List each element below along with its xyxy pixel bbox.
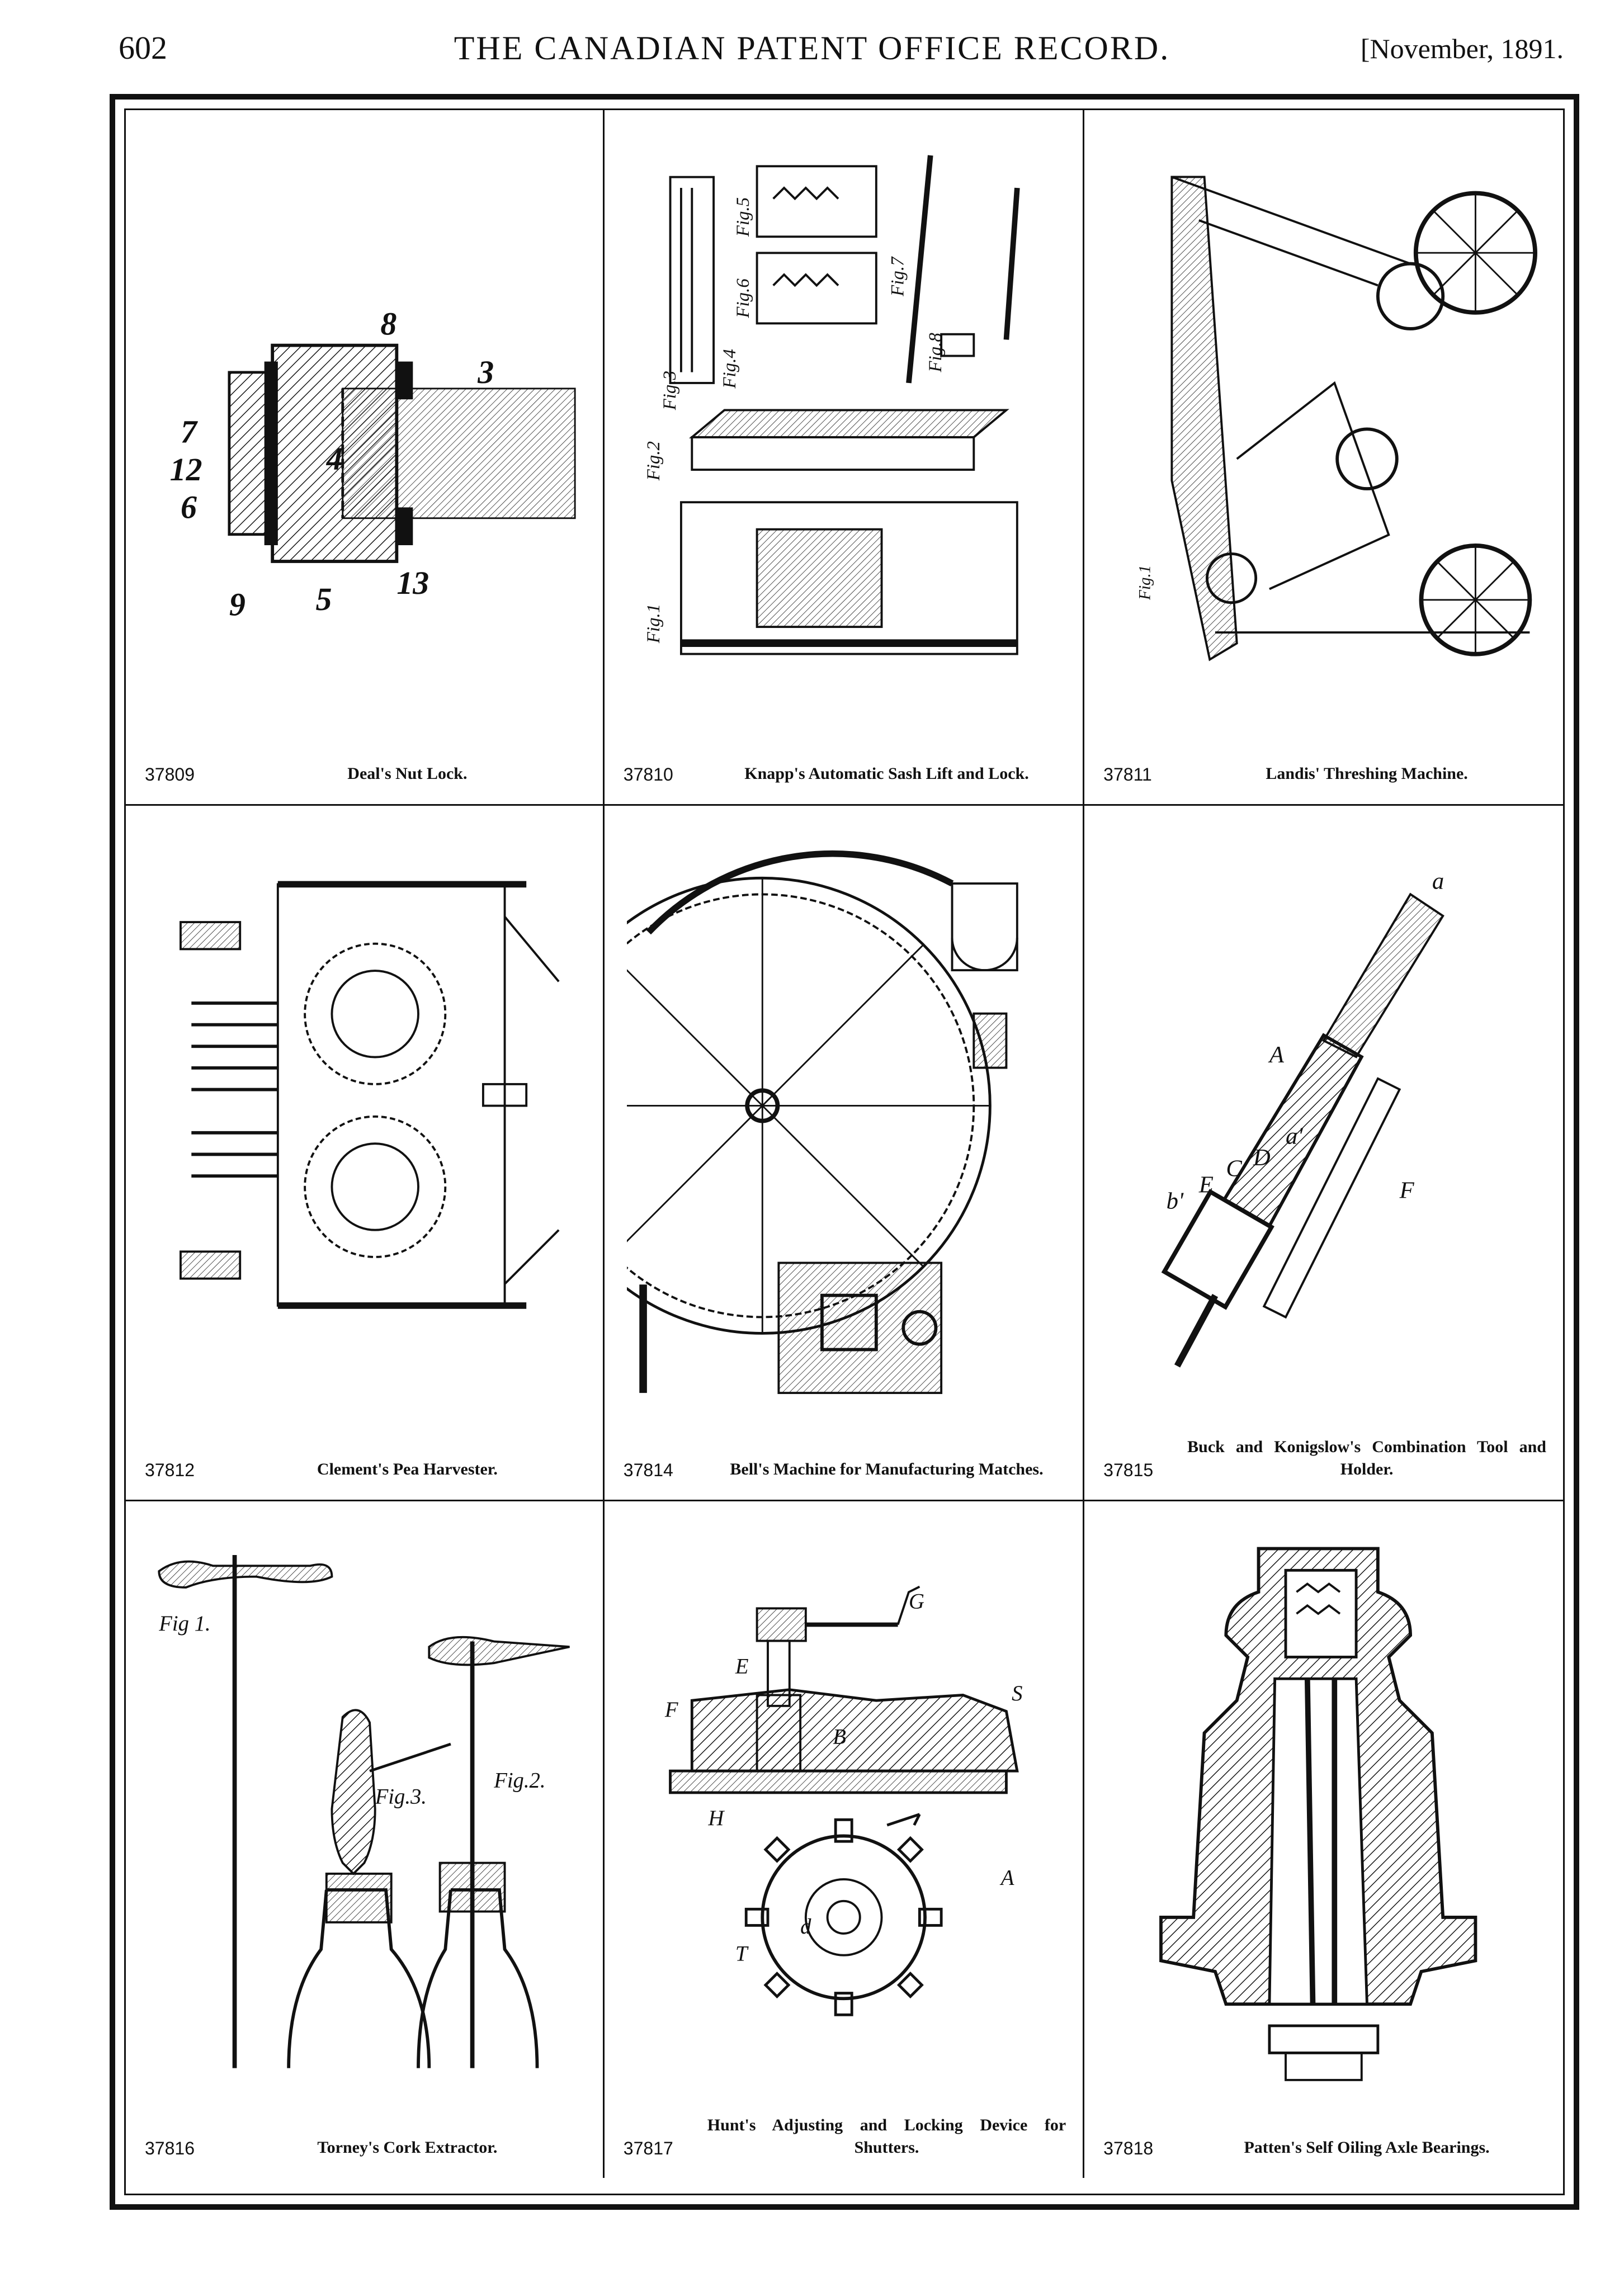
combination-tool-drawing: a A a' D C E b' F: [1107, 828, 1541, 1416]
label-9: 9: [229, 587, 246, 623]
patent-number: 37814: [623, 1460, 673, 1480]
issue-date: [November, 1891.: [1360, 33, 1564, 64]
patent-cell-37812: 37812 Clement's Pea Harvester.: [126, 806, 605, 1501]
patent-title: Bell's Machine for Manufacturing Matches…: [730, 1460, 1044, 1478]
patent-title: Torney's Cork Extractor.: [317, 2138, 498, 2157]
patent-caption: 37812 Clement's Pea Harvester.: [145, 1428, 586, 1490]
label-a-prime: a': [1286, 1123, 1303, 1149]
patent-title: Hunt's Adjusting and Locking Device for …: [707, 2116, 1066, 2157]
page-number: 602: [119, 30, 167, 66]
patent-title: Deal's Nut Lock.: [347, 764, 468, 783]
label-b-prime: b': [1167, 1188, 1184, 1214]
sash-lift-drawing: Fig.1 Fig.2 Fig.3 Fig.4 Fig.5 Fig.6 Fig.…: [627, 133, 1060, 720]
match-machine-drawing: [604, 828, 1060, 1416]
patent-cell-37814: 37814 Bell's Machine for Manufacturing M…: [604, 806, 1085, 1501]
nut-lock-labels: 8 3 7 12 4 6 9 5 13: [170, 305, 494, 622]
label-fig1: Fig.1: [1136, 565, 1154, 601]
patent-number: 37811: [1103, 764, 1152, 785]
patent-caption: 37815 Buck and Konigslow's Combination T…: [1103, 1428, 1546, 1490]
patent-number: 37812: [145, 1460, 195, 1480]
patent-caption: 37818 Patten's Self Oiling Axle Bearings…: [1103, 2106, 1546, 2168]
patent-cell-37811: Fig.1 37811 Landis' Threshing Machine.: [1084, 110, 1563, 806]
label-D: D: [1253, 1145, 1271, 1171]
patent-number: 37818: [1103, 2138, 1154, 2158]
label-3: 3: [477, 354, 494, 390]
label-4: 4: [326, 441, 343, 477]
label-B: B: [833, 1725, 846, 1749]
label-5: 5: [315, 581, 332, 617]
patent-cell-37815: a A a' D C E b' F 37815 Buck and Konigsl…: [1084, 806, 1563, 1501]
nut-lock-drawing: 8 3 7 12 4 6 9 5 13: [148, 133, 580, 720]
threshing-machine-drawing: Fig.1: [1107, 133, 1541, 720]
label-fig2: Fig.2.: [493, 1769, 545, 1792]
patent-caption: 37814 Bell's Machine for Manufacturing M…: [624, 1428, 1066, 1490]
label-fig7: Fig.7: [887, 256, 908, 297]
patent-number: 37810: [623, 764, 673, 785]
label-F: F: [1399, 1177, 1415, 1203]
label-E: E: [735, 1655, 749, 1679]
patent-caption: 37817 Hunt's Adjusting and Locking Devic…: [624, 2106, 1066, 2168]
label-A: A: [999, 1866, 1014, 1890]
label-8: 8: [380, 305, 396, 342]
shutter-device-drawing: G E F B S H A T d: [627, 1524, 1060, 2094]
patent-caption: 37811 Landis' Threshing Machine.: [1103, 733, 1546, 794]
label-fig2: Fig.2: [644, 441, 664, 481]
label-fig6: Fig.6: [733, 278, 753, 319]
label-fig1: Fig.1: [644, 604, 664, 644]
pea-harvester-drawing: [148, 828, 580, 1416]
patent-number: 37815: [1103, 1460, 1154, 1480]
patent-cell-37817: G E F B S H A T d 37817 Hunt's Adjusting…: [605, 1501, 1085, 2178]
label-fig3: Fig.3: [660, 371, 680, 410]
patent-caption: 37816 Torney's Cork Extractor.: [145, 2106, 586, 2168]
patent-title: Patten's Self Oiling Axle Bearings.: [1244, 2138, 1490, 2157]
patent-title: Knapp's Automatic Sash Lift and Lock.: [744, 764, 1029, 783]
patent-number: 37809: [145, 764, 195, 785]
patent-cell-37818: 37818 Patten's Self Oiling Axle Bearings…: [1084, 1501, 1563, 2178]
label-a: a: [1432, 868, 1444, 895]
label-6: 6: [181, 489, 197, 526]
label-G: G: [909, 1589, 924, 1613]
patent-title: Landis' Threshing Machine.: [1266, 764, 1468, 783]
label-fig1: Fig 1.: [158, 1612, 210, 1636]
patent-caption: 37810 Knapp's Automatic Sash Lift and Lo…: [624, 733, 1066, 794]
patent-cell-37816: Fig 1. Fig.2. Fig.3. 37816 Torney's Cork…: [126, 1501, 605, 2178]
label-E: E: [1198, 1172, 1214, 1198]
patent-title: Clement's Pea Harvester.: [317, 1460, 498, 1478]
label-12: 12: [170, 451, 202, 488]
patent-plate-frame: 8 3 7 12 4 6 9 5 13 37809 Deal's Nut Loc…: [110, 94, 1579, 2210]
label-7: 7: [181, 413, 198, 450]
patent-number: 37816: [145, 2138, 195, 2158]
label-fig4: Fig.4: [720, 349, 740, 389]
patent-caption: 37809 Deal's Nut Lock.: [145, 733, 586, 794]
label-fig3: Fig.3.: [375, 1785, 427, 1808]
cork-extractor-drawing: Fig 1. Fig.2. Fig.3.: [148, 1524, 580, 2094]
label-fig8: Fig.8: [926, 333, 946, 373]
label-d: d: [800, 1915, 811, 1939]
label-C: C: [1226, 1155, 1243, 1182]
label-fig5: Fig.5: [733, 197, 753, 237]
patent-cell-37809: 8 3 7 12 4 6 9 5 13 37809 Deal's Nut Loc…: [126, 110, 605, 806]
patent-plate-inner-border: 8 3 7 12 4 6 9 5 13 37809 Deal's Nut Loc…: [124, 108, 1565, 2195]
label-S: S: [1012, 1681, 1022, 1705]
patent-grid: 8 3 7 12 4 6 9 5 13 37809 Deal's Nut Loc…: [126, 110, 1563, 2194]
label-F: F: [664, 1698, 678, 1722]
patent-cell-37810: Fig.1 Fig.2 Fig.3 Fig.4 Fig.5 Fig.6 Fig.…: [604, 110, 1085, 806]
page-header: 602 THE CANADIAN PATENT OFFICE RECORD. […: [0, 0, 1624, 89]
label-H: H: [707, 1806, 725, 1830]
label-T: T: [735, 1941, 749, 1965]
label-13: 13: [396, 565, 429, 601]
label-A: A: [1268, 1042, 1285, 1068]
running-title: THE CANADIAN PATENT OFFICE RECORD.: [454, 30, 1170, 67]
axle-bearing-drawing: [1107, 1524, 1541, 2094]
patent-title: Buck and Konigslow's Combination Tool an…: [1187, 1438, 1546, 1478]
patent-number: 37817: [623, 2138, 673, 2158]
